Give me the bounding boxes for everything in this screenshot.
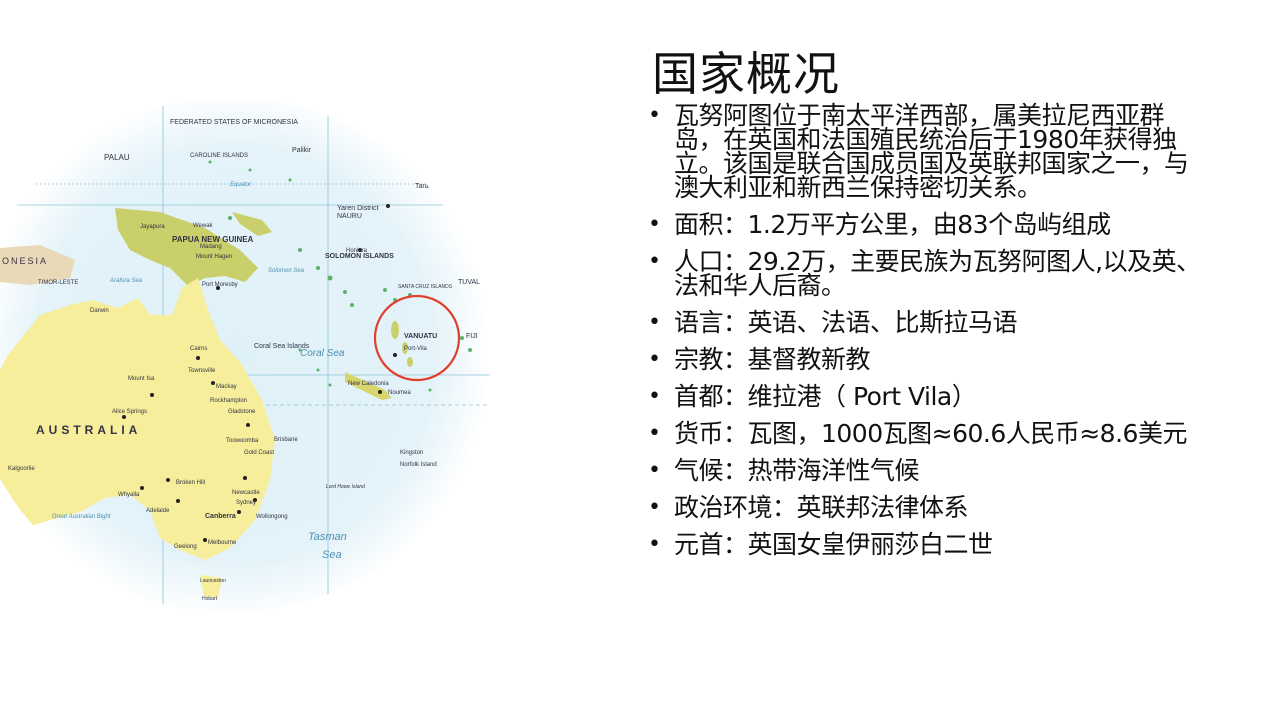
bullet-capital: • 首都：维拉港（ Port Vila） — [648, 382, 1208, 411]
label-alice: Alice Springs — [112, 409, 147, 415]
label-launceston: Launceston — [200, 578, 226, 584]
label-timor: TIMOR-LESTE — [38, 280, 78, 286]
label-micronesia: FEDERATED STATES OF MICRONESIA — [170, 119, 298, 126]
bullet-text: 政治环境：英联邦法律体系 — [674, 493, 969, 522]
label-yaren: Yaren District — [337, 205, 379, 212]
label-png: PAPUA NEW GUINEA — [172, 235, 254, 244]
bullet-area: • 面积：1.2万平方公里，由83个岛屿组成 — [648, 210, 1208, 239]
bullet-dot: • — [648, 103, 661, 128]
label-palikir: Palikir — [292, 147, 312, 154]
label-wollongong: Wollongong — [256, 514, 288, 520]
label-nauru: NAURU — [337, 213, 362, 220]
bullet-dot: • — [648, 458, 661, 483]
label-australia: AUSTRALIA — [36, 423, 141, 437]
bullet-currency: • 货币：瓦图，1000瓦图≈60.6人民币≈8.6美元 — [648, 419, 1208, 448]
label-port-vila: Port-Vila — [404, 346, 428, 352]
label-townsville: Townsville — [188, 368, 216, 374]
label-kingston: Kingston — [400, 450, 423, 456]
label-newcastle: Newcastle — [232, 490, 260, 496]
label-lord-howe: Lord Howe Island — [326, 484, 365, 490]
bullet-dot: • — [648, 532, 661, 557]
label-vanuatu: VANUATU — [404, 333, 437, 340]
bullet-dot: • — [648, 249, 661, 274]
bullet-text: 元首：英国女皇伊丽莎白二世 — [674, 530, 993, 559]
label-tuvalu: TUVAL — [458, 279, 480, 286]
label-geelong: Geelong — [174, 544, 197, 550]
bullet-text: 气候：热带海洋性气候 — [674, 456, 920, 485]
bullet-dot: • — [648, 421, 661, 446]
label-arafura: Arafura Sea — [109, 278, 143, 284]
label-noumea: Noumea — [388, 390, 411, 396]
label-solomon-sea: Solomon Sea — [268, 268, 305, 274]
bullet-population: • 人口：29.2万，主要民族为瓦努阿图人,以及英、法和华人后裔。 — [648, 247, 1208, 300]
label-tarawa: Tarawa — [415, 183, 438, 190]
vanuatu-highlight-circle — [373, 294, 461, 382]
label-honiara: Honiara — [346, 248, 368, 254]
bullet-language: • 语言：英语、法语、比斯拉马语 — [648, 308, 1208, 337]
label-santa-cruz: SANTA CRUZ ISLANDS — [398, 284, 453, 290]
label-mount-isa: Mount Isa — [128, 376, 155, 382]
bullet-list: • 瓦努阿图位于南太平洋西部，属美拉尼西亚群岛，在英国和法国殖民统治后于1980年… — [648, 101, 1208, 570]
bullet-climate: • 气候：热带海洋性气候 — [648, 456, 1208, 485]
bullet-text: 语言：英语、法语、比斯拉马语 — [674, 308, 1018, 337]
label-melbourne: Melbourne — [208, 540, 237, 546]
png-land — [115, 208, 258, 286]
label-tasman-sea: Sea — [322, 549, 342, 561]
bullet-dot: • — [648, 495, 661, 520]
bullet-text: 人口：29.2万，主要民族为瓦努阿图人,以及英、法和华人后裔。 — [674, 247, 1201, 300]
label-mackay: Mackay — [216, 384, 237, 390]
label-mount-hagen: Mount Hagen — [196, 254, 232, 260]
label-kalgoorlie: Kalgoorlie — [8, 466, 35, 472]
label-caroline: CAROLINE ISLANDS — [190, 153, 248, 159]
bullet-dot: • — [648, 212, 661, 237]
label-indonesia: ONESIA — [2, 256, 48, 266]
bullet-text: 首都：维拉港（ Port Vila） — [674, 382, 977, 411]
label-solomon: SOLOMON ISLANDS — [325, 253, 394, 260]
bullet-head-of-state: • 元首：英国女皇伊丽莎白二世 — [648, 530, 1208, 559]
label-gladstone: Gladstone — [228, 409, 256, 415]
label-coral-sea: Coral Sea — [300, 348, 345, 359]
label-rockhampton: Rockhampton — [210, 398, 247, 404]
label-jayapura: Jayapura — [140, 224, 165, 230]
label-wewak: Wewak — [193, 223, 214, 229]
label-gold-coast: Gold Coast — [244, 450, 274, 456]
bullet-dot: • — [648, 347, 661, 372]
bullet-dot: • — [648, 384, 661, 409]
label-whyalla: Whyalla — [118, 492, 140, 498]
label-palau: PALAU — [104, 153, 130, 162]
label-canberra: Canberra — [205, 513, 236, 520]
label-new-caledonia: New Caledonia — [348, 381, 389, 387]
label-norfolk: Norfolk Island — [400, 462, 437, 468]
label-coral-islands: Coral Sea Islands — [254, 343, 310, 350]
label-fiji: FIJI — [466, 333, 478, 340]
label-toowoomba: Toowoomba — [226, 438, 259, 444]
label-adelaide: Adelaide — [146, 508, 170, 514]
australia-land — [0, 278, 275, 560]
bullet-overview: • 瓦努阿图位于南太平洋西部，属美拉尼西亚群岛，在英国和法国殖民统治后于1980年… — [648, 101, 1208, 202]
bullet-text: 货币：瓦图，1000瓦图≈60.6人民币≈8.6美元 — [674, 419, 1187, 448]
label-tasman: Tasman — [308, 531, 347, 543]
map-image: FEDERATED STATES OF MICRONESIA PALAU CAR… — [0, 100, 490, 610]
bullet-text: 面积：1.2万平方公里，由83个岛屿组成 — [674, 210, 1111, 239]
label-hobart: Hobart — [202, 596, 218, 602]
bullet-text: 宗教：基督教新教 — [674, 345, 871, 374]
label-port-moresby: Port Moresby — [202, 282, 238, 288]
label-darwin: Darwin — [90, 308, 109, 314]
label-brisbane: Brisbane — [274, 437, 298, 443]
oceania-map: FEDERATED STATES OF MICRONESIA PALAU CAR… — [0, 100, 490, 610]
bullet-text: 瓦努阿图位于南太平洋西部，属美拉尼西亚群岛，在英国和法国殖民统治后于1980年获… — [674, 101, 1189, 202]
label-equator: Equator — [230, 182, 252, 188]
bullet-politics: • 政治环境：英联邦法律体系 — [648, 493, 1208, 522]
bullet-dot: • — [648, 310, 661, 335]
label-madang: Madang — [200, 244, 222, 250]
label-great-bight: Great Australian Bight — [52, 514, 111, 520]
slide-title: 国家概况 — [652, 47, 840, 101]
label-broken-hill: Broken Hill — [176, 480, 205, 486]
label-cairns: Cairns — [190, 346, 207, 352]
label-sydney: Sydney — [236, 500, 256, 506]
bullet-religion: • 宗教：基督教新教 — [648, 345, 1208, 374]
